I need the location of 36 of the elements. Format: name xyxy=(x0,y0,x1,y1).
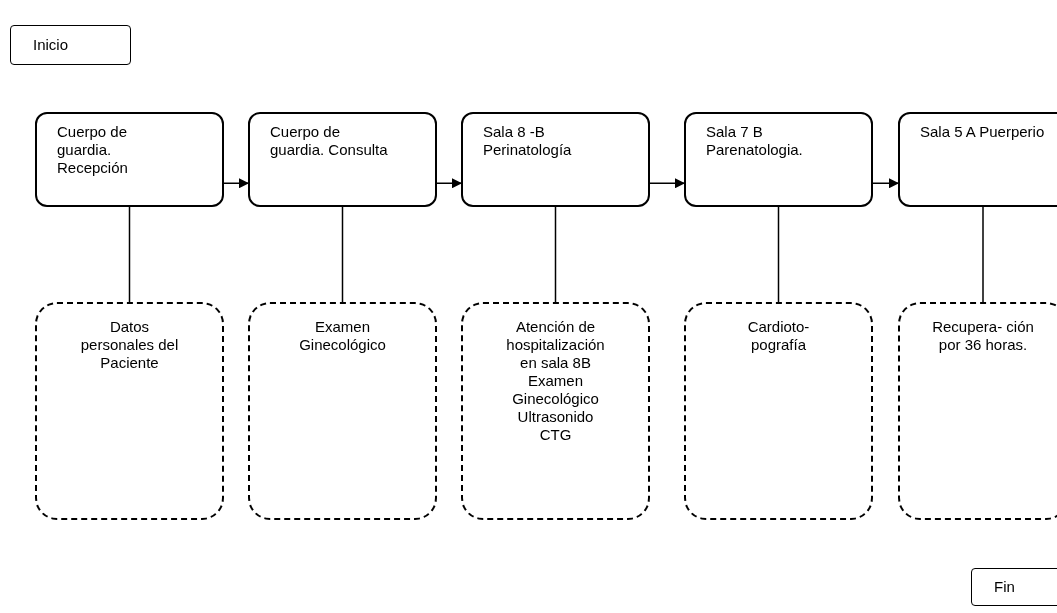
process-box xyxy=(461,112,650,207)
node-text: CTG xyxy=(538,426,573,444)
node-text: Cuerpo de guardia. Recepción xyxy=(57,123,129,177)
node-text: Recupera- ción por 36 horas. xyxy=(931,318,1035,354)
dashed-box xyxy=(461,302,650,520)
node-text: Examen Ginecológico xyxy=(298,318,387,354)
terminal-box xyxy=(971,568,1057,606)
terminal-box xyxy=(10,25,131,65)
node-text: Ultrasonido xyxy=(516,408,595,426)
node-text: Inicio xyxy=(33,34,69,55)
node-text: Cuerpo de guardia. Consulta xyxy=(270,123,389,159)
node-text: Sala 8 -B Perinatología xyxy=(483,123,573,159)
connector-line xyxy=(128,206,131,303)
arrow xyxy=(649,178,685,189)
connector-line xyxy=(341,206,344,303)
node-text: Sala 7 B Parenatologia. xyxy=(706,123,804,159)
node-text: Atención de hospitalización en sala 8B xyxy=(505,318,606,372)
node-text: Datos personales del Paciente xyxy=(79,318,180,372)
dashed-box xyxy=(898,302,1057,520)
process-box xyxy=(684,112,873,207)
connector-line xyxy=(982,206,984,303)
arrow xyxy=(223,178,249,189)
connector-line xyxy=(777,206,780,303)
arrow xyxy=(436,178,462,189)
dashed-box xyxy=(35,302,224,520)
node-text: Cardioto- pografía xyxy=(746,318,811,354)
arrow xyxy=(872,178,899,189)
dashed-box xyxy=(248,302,437,520)
process-box xyxy=(35,112,224,207)
node-text: Examen Ginecológico xyxy=(511,372,600,408)
process-box xyxy=(898,112,1057,207)
dashed-box xyxy=(684,302,873,520)
node-text: Fin xyxy=(994,576,1015,597)
node-text: Sala 5 A Puerperio xyxy=(920,123,1045,141)
connector-line xyxy=(554,206,557,303)
process-box xyxy=(248,112,437,207)
